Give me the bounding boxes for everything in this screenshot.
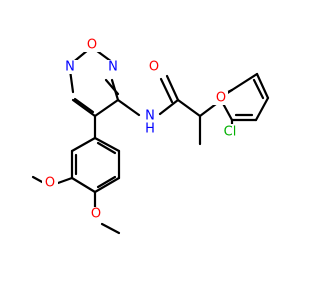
label-bg [42, 176, 58, 190]
bond [93, 98, 120, 118]
bond [159, 77, 174, 104]
bond [93, 136, 121, 153]
carbonyl-oxygen-label: O [149, 60, 159, 75]
ring-nitrogen-label-2: N [65, 60, 75, 75]
bond [71, 98, 97, 118]
amide-hydrogen-label: H [145, 122, 155, 137]
bond [70, 176, 97, 194]
label-bg [142, 108, 158, 122]
methoxy-oxygen-label-1: O [45, 176, 55, 191]
ring-oxygen-label: O [87, 38, 97, 53]
label-bg [88, 207, 104, 221]
chlorine-label: Cl [224, 125, 237, 140]
ether-oxygen-label: O [216, 91, 226, 106]
bond [110, 78, 120, 102]
bond [230, 72, 259, 92]
label-bg [146, 60, 162, 74]
bond [198, 102, 218, 118]
molecule-structure: O N N N H O O O O Cl [31, 38, 270, 235]
atom-labels: O N N N H O O O O Cl [42, 38, 242, 222]
ring-nitrogen-label-1: N [108, 60, 118, 75]
label-bg [220, 124, 242, 138]
bonds [31, 46, 270, 235]
bond [255, 72, 270, 100]
label-bg [62, 60, 78, 74]
label-bg [212, 91, 228, 105]
bond [176, 98, 202, 118]
bond [254, 96, 270, 122]
bond [252, 78, 265, 100]
bond [70, 136, 97, 153]
bond [73, 97, 95, 114]
bond [100, 222, 121, 235]
bond [116, 98, 141, 117]
bond [96, 141, 117, 155]
bond [56, 176, 74, 185]
bond [96, 175, 117, 189]
bond [93, 176, 121, 194]
bond [165, 74, 180, 102]
label-bg [84, 38, 100, 52]
bond [158, 98, 180, 116]
amide-nitrogen-label: N [145, 109, 155, 124]
methoxy-oxygen-label-2: O [91, 207, 101, 222]
label-bg [106, 60, 122, 74]
